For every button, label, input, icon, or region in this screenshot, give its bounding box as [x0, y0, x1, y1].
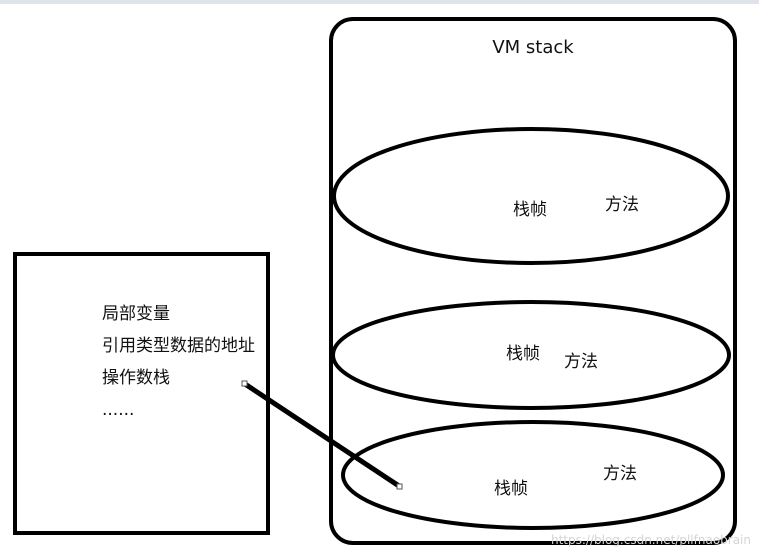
stack-frame-label-2: 栈帧 [506, 344, 540, 364]
frame-detail-item-local-variables: 局部变量 [102, 304, 170, 324]
top-border-strip [0, 0, 759, 4]
connector-line [243, 381, 401, 489]
stack-frame-ellipse-3 [341, 420, 725, 530]
method-label-1: 方法 [605, 195, 639, 215]
stack-frame-label-1: 栈帧 [513, 200, 547, 220]
stack-frame-label-3: 栈帧 [494, 479, 528, 499]
method-label-3: 方法 [603, 464, 637, 484]
connector-end-handle [396, 483, 403, 490]
stack-frame-ellipse-1 [332, 127, 730, 265]
frame-detail-box [13, 252, 270, 535]
watermark-text: https://blog.csdn.net/pllfnaobrain [551, 533, 751, 547]
vm-stack-title: VM stack [492, 37, 574, 58]
stack-frame-ellipse-2 [331, 300, 731, 410]
method-label-2: 方法 [564, 352, 598, 372]
connector-start-handle [241, 380, 248, 387]
frame-detail-item-reference-address: 引用类型数据的地址 [102, 336, 255, 356]
frame-detail-item-operand-stack: 操作数栈 [102, 368, 170, 388]
frame-detail-item-ellipsis: ...... [102, 400, 134, 420]
vm-stack-box [329, 17, 737, 545]
